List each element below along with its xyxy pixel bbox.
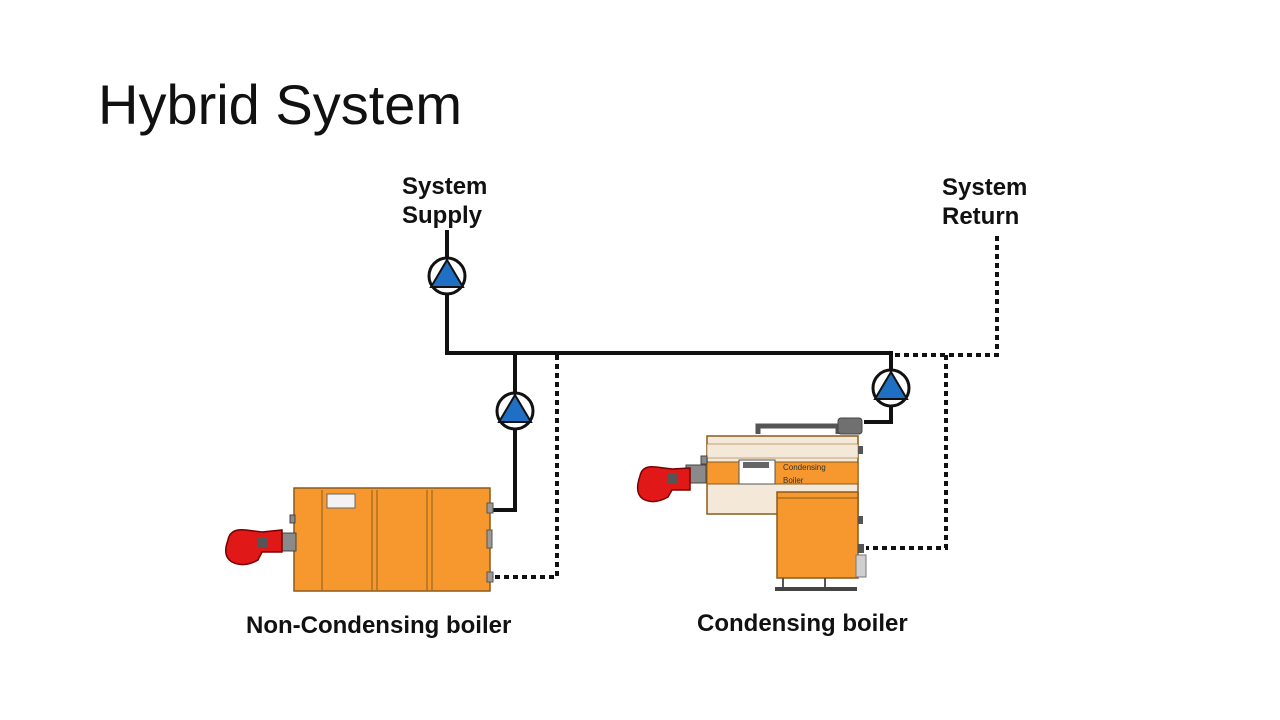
- condensing-return-line: [866, 355, 948, 550]
- system-return-line: [891, 236, 999, 357]
- system-supply-label: System Supply: [402, 172, 487, 230]
- system-return-label-line1: System: [942, 174, 1028, 201]
- condensing-branch-lower: [864, 404, 893, 424]
- noncondensing-nameplate: [326, 493, 356, 509]
- condensing-panel-text-1: Condensing: [783, 463, 826, 472]
- system-supply-label-line2: Supply: [402, 202, 483, 229]
- condensing-boiler-icon: Condensing Boiler: [636, 417, 867, 591]
- supply-piping: [445, 230, 893, 512]
- slide-title: Hybrid System: [98, 73, 463, 136]
- non-condensing-boiler-label: Non-Condensing boiler: [246, 612, 512, 639]
- noncondensing-return-line: [493, 355, 559, 579]
- system-return-label-line2: Return: [942, 203, 1020, 230]
- return-piping: [493, 236, 999, 579]
- supply-pump-icon: [427, 256, 467, 296]
- noncondensing-burner-icon: [225, 528, 283, 566]
- system-return-label: System Return: [942, 173, 1027, 231]
- condensing-boiler-label: Condensing boiler: [697, 610, 908, 637]
- system-supply-label-line1: System: [402, 173, 488, 200]
- noncondensing-branch-lower: [491, 427, 517, 512]
- noncondensing-pump-icon: [495, 391, 535, 431]
- condensing-burner-icon: [636, 465, 691, 503]
- non-condensing-boiler-icon: [225, 487, 494, 592]
- condensing-panel-text-2: Boiler: [783, 476, 804, 485]
- condensing-pump-icon: [871, 368, 911, 408]
